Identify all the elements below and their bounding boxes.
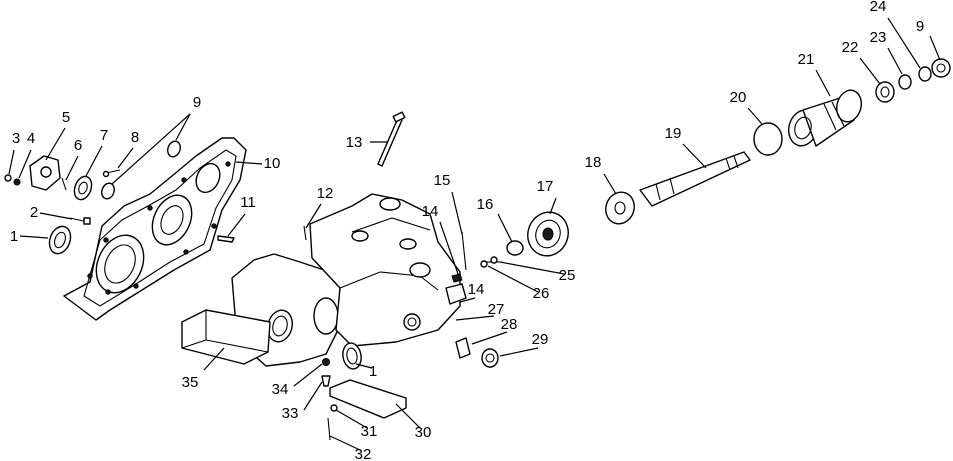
callout-7: 7 <box>100 127 108 144</box>
callout-14: 14 <box>468 281 485 298</box>
callout-1: 1 <box>369 363 377 380</box>
callout-33: 33 <box>282 405 299 422</box>
callout-32: 32 <box>355 446 372 461</box>
callout-15: 15 <box>434 172 451 189</box>
leader-lines <box>8 17 941 451</box>
callout-34: 34 <box>272 381 289 398</box>
callout-10: 10 <box>264 155 281 172</box>
callout-30: 30 <box>415 424 432 441</box>
output-shaft-assembly <box>605 58 951 225</box>
callout-4: 4 <box>27 130 35 147</box>
callout-19: 19 <box>665 125 682 142</box>
left-small-parts <box>4 140 235 255</box>
callout-9: 9 <box>193 94 201 111</box>
callout-12: 12 <box>317 185 334 202</box>
callout-24: 24 <box>870 0 887 15</box>
callout-21: 21 <box>798 51 815 68</box>
callout-5: 5 <box>62 109 70 126</box>
callout-23: 23 <box>870 29 887 46</box>
callout-8: 8 <box>131 129 139 146</box>
callout-1: 1 <box>10 228 18 245</box>
callout-29: 29 <box>532 331 549 348</box>
callout-25: 25 <box>559 267 576 284</box>
callout-17: 17 <box>537 178 554 195</box>
callout-16: 16 <box>477 196 494 213</box>
callout-3: 3 <box>12 130 20 147</box>
callout-35: 35 <box>182 374 199 391</box>
callout-31: 31 <box>361 423 378 440</box>
main-gear-case <box>181 193 467 370</box>
callout-9: 9 <box>916 18 924 35</box>
callout-27: 27 <box>488 301 505 318</box>
callout-22: 22 <box>842 39 859 56</box>
callout-28: 28 <box>501 316 518 333</box>
callout-13: 13 <box>346 134 363 151</box>
callout-11: 11 <box>240 194 256 211</box>
callout-14: 14 <box>422 203 439 220</box>
callout-26: 26 <box>533 285 550 302</box>
callout-20: 20 <box>730 89 747 106</box>
center-small-parts <box>303 111 569 441</box>
callout-6: 6 <box>74 137 82 154</box>
callout-18: 18 <box>585 154 602 171</box>
callout-2: 2 <box>30 204 38 221</box>
gear-case-cover <box>63 137 247 321</box>
